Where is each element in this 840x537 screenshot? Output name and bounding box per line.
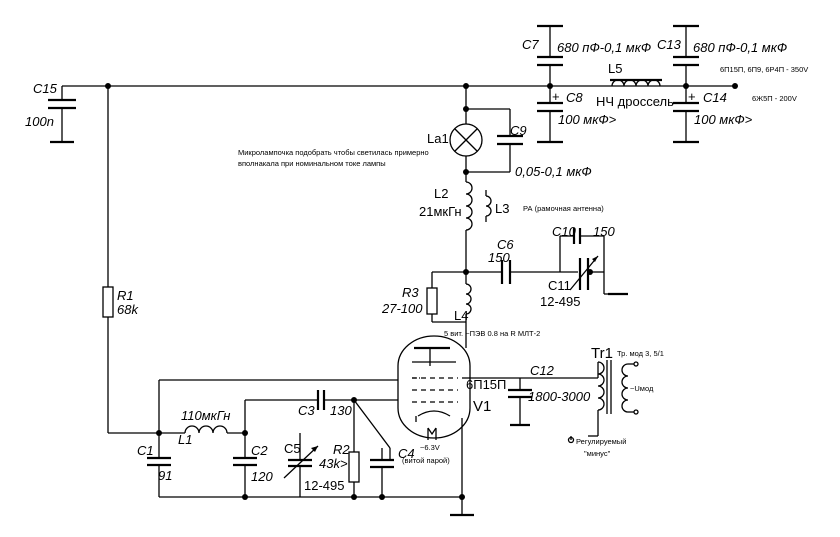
minus-note-1: Регулируемый — [576, 437, 626, 446]
capacitor-c7 — [537, 24, 563, 86]
c3-value: 130 — [330, 403, 352, 418]
supply-note-1: 6П15П, 6П9, 6Р4П - 350V — [720, 65, 808, 74]
resistor-r2 — [348, 400, 360, 497]
heater-note-1: ~6.3V — [420, 443, 440, 452]
capacitor-c14: + — [673, 86, 699, 144]
v1-label: V1 — [473, 398, 491, 415]
c7-value: 680 пФ-0,1 мкФ — [557, 40, 651, 55]
minus-terminal — [567, 436, 575, 444]
capacitor-c2 — [233, 400, 257, 497]
capacitor-c4 — [370, 448, 394, 497]
supply-note-2: 6Ж5П - 200V — [752, 94, 797, 103]
c1-value: 91 — [158, 468, 172, 483]
l2-value: 21мкГн — [419, 204, 462, 219]
c5-value: 12-495 — [304, 478, 344, 493]
capacitor-c1 — [147, 433, 171, 497]
capacitor-c11-variable — [569, 255, 628, 296]
inductor-l5 — [610, 78, 662, 87]
c13-label: C13 — [657, 37, 682, 52]
l1-value: 110мкГн — [181, 408, 230, 423]
inductor-l4 — [465, 272, 472, 348]
capacitor-c6 — [466, 260, 578, 284]
r2-label: R2 — [333, 442, 350, 457]
l1-label: L1 — [178, 432, 192, 447]
capacitor-c15 — [48, 86, 76, 144]
resistor-r3 — [426, 271, 466, 323]
c1-label: C1 — [137, 443, 154, 458]
heater-note-2: (витой парой) — [402, 456, 450, 465]
c15-label: C15 — [33, 81, 58, 96]
r3-value: 27-100 — [381, 301, 423, 316]
capacitor-c12 — [470, 377, 598, 427]
c11-label: C11 — [548, 278, 571, 293]
c15-value: 100n — [25, 114, 54, 129]
ground-bus — [159, 418, 474, 517]
c11-value: 12-495 — [540, 294, 580, 309]
svg-text:+: + — [688, 89, 696, 104]
c12-value: 1800-3000 — [528, 389, 591, 404]
c5-label: C5 — [284, 441, 301, 456]
inductor-l2 — [465, 172, 473, 272]
transformer-tr1 — [588, 360, 639, 437]
grid-feedback-wire — [158, 379, 398, 433]
tr1-label: Tr1 — [591, 345, 613, 362]
la1-label: La1 — [427, 131, 449, 146]
c7-label: C7 — [522, 37, 539, 52]
r3-label: R3 — [402, 285, 419, 300]
c2-value: 120 — [251, 469, 273, 484]
capacitor-c8: + — [537, 86, 563, 144]
tr1-desc: Тр. мод 3, 5/1 — [617, 349, 664, 358]
capacitor-c9 — [466, 108, 523, 173]
c12-label: C12 — [530, 363, 555, 378]
r1-value: 68k — [117, 302, 139, 317]
svg-text:+: + — [552, 89, 560, 104]
l3-desc: РА (рамочная антенна) — [523, 204, 604, 213]
l4-desc: 5 вит. ~ПЭВ 0.8 на R МЛТ-2 — [444, 329, 540, 338]
c14-label: C14 — [703, 90, 727, 105]
capacitor-c13 — [673, 24, 699, 86]
c10-label: C10 — [552, 224, 577, 239]
l2-label: L2 — [434, 186, 448, 201]
c8-value: 100 мкФ> — [558, 112, 617, 127]
capacitor-c5-variable — [283, 433, 319, 497]
inductor-l3 — [485, 190, 492, 222]
c2-label: C2 — [251, 443, 268, 458]
c4-label: C4 — [398, 446, 415, 461]
capacitor-c3 — [245, 390, 354, 410]
capacitor-c10 — [559, 228, 605, 294]
lamp-la1 — [449, 86, 483, 172]
c9-value: 0,05-0,1 мкФ — [515, 164, 592, 179]
resistor-r1 — [102, 86, 159, 434]
l3-label: L3 — [495, 201, 509, 216]
la1-note-2: вполнакала при номинальном токе лампы — [238, 159, 386, 168]
r2-value: 43k> — [319, 456, 348, 471]
tube-v1 — [397, 335, 471, 440]
c14-value: 100 мкФ> — [694, 112, 753, 127]
c6-label: C6 — [497, 237, 514, 252]
c10-value: 150 — [593, 224, 615, 239]
v1-type: 6П15П — [466, 377, 506, 392]
umod-label: ~Uмод — [630, 384, 654, 393]
c3-label: C3 — [298, 403, 315, 418]
c6-value: 150 — [488, 250, 510, 265]
l5-label: L5 — [608, 61, 622, 76]
junction-dots — [105, 83, 738, 500]
la1-note-1: Микролампочка подобрать чтобы светилась … — [238, 148, 429, 157]
minus-note-2: "минус" — [584, 449, 611, 458]
c8-label: C8 — [566, 90, 583, 105]
r1-label: R1 — [117, 288, 134, 303]
inductor-l1 — [159, 425, 245, 434]
c13-value: 680 пФ-0,1 мкФ — [693, 40, 787, 55]
l4-label: L4 — [454, 308, 468, 323]
cathode-wires — [353, 399, 398, 460]
c9-label: C9 — [510, 123, 527, 138]
l5-desc: НЧ дроссель — [596, 94, 674, 109]
